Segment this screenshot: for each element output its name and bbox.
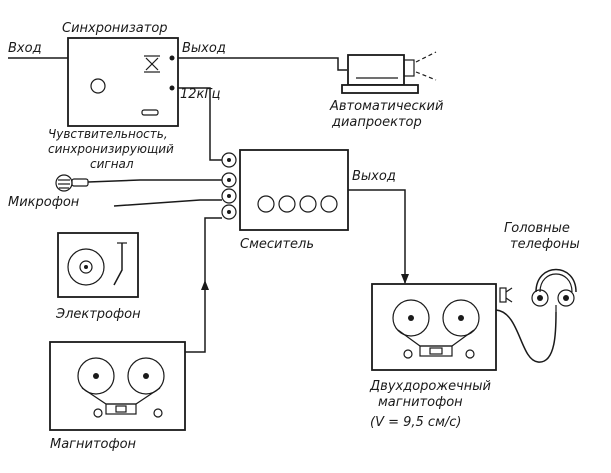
sync-to-mixer-line — [178, 87, 222, 161]
microphone-head — [55, 174, 73, 192]
turntable-box — [57, 232, 139, 298]
sync-jack-12k — [169, 85, 175, 91]
freq-label: 12кГц — [180, 87, 221, 102]
mixer-knob-4 — [320, 195, 338, 213]
input-label: Вход — [8, 41, 42, 56]
recorder2-head — [419, 345, 453, 357]
sensitivity-label-1: Чувствительность, — [48, 127, 168, 141]
microphone-label: Микрофон — [8, 195, 80, 210]
sensitivity-label-3: сигнал — [90, 157, 134, 171]
mixer-knob-1 — [257, 195, 275, 213]
projector-beam — [415, 51, 437, 63]
sync-jack-out — [169, 55, 175, 61]
recorder2-box — [371, 283, 497, 371]
microphone-handle — [71, 178, 89, 187]
tape-recorder-label: Магнитофон — [50, 437, 137, 452]
sync-slot — [141, 109, 159, 116]
mixer-to-recorder2-line — [348, 189, 406, 283]
mixer-input-jack-3 — [221, 188, 237, 204]
projector — [341, 51, 437, 94]
projector-lens — [403, 59, 415, 77]
sync-title-label: Синхронизатор — [62, 21, 168, 36]
microphone-cable — [87, 179, 222, 183]
recorder-arrow — [201, 280, 209, 290]
turntable-platter — [67, 248, 105, 286]
mixer-label: Смеситель — [240, 237, 314, 252]
recorder2-reel-left — [392, 299, 430, 337]
mixer — [221, 149, 349, 231]
synchronizer — [67, 37, 179, 127]
microphone — [55, 174, 89, 192]
recorder2-reel-right — [442, 299, 480, 337]
headphones-cable — [495, 309, 557, 363]
headphones-label-2: телефоны — [510, 237, 580, 252]
sync-knob — [90, 78, 106, 94]
synchronizer-box — [67, 37, 179, 127]
tape-reel-right — [127, 357, 165, 395]
tape-recorder-box — [49, 341, 186, 431]
headphones-band — [535, 268, 577, 293]
headphones-label-1: Головные — [504, 221, 570, 236]
tape-reel-left — [77, 357, 115, 395]
mixer-box — [239, 149, 349, 231]
two-track-recorder — [371, 283, 557, 371]
labels: Вход Синхронизатор Выход 12кГц Автоматич… — [8, 21, 580, 452]
recorder2-label-2: магнитофон — [378, 395, 463, 410]
recorder2-output-jack — [499, 287, 507, 303]
headphones — [531, 268, 577, 312]
connections — [8, 57, 409, 353]
sync-to-projector-line — [178, 57, 347, 71]
headphone-left — [531, 289, 549, 307]
turntable-to-mixer-line — [113, 199, 222, 207]
mixer-knob-3 — [299, 195, 317, 213]
recorder2-label-1: Двухдорожечный — [369, 379, 491, 394]
projector-body — [347, 54, 405, 86]
projector-base — [341, 84, 419, 94]
turntable-label: Электрофон — [55, 307, 141, 322]
mixer-output-label: Выход — [352, 169, 396, 184]
sensitivity-label-2: синхронизирующий — [48, 142, 174, 156]
turntable — [57, 232, 139, 298]
mixer-input-jack-4 — [221, 204, 237, 220]
tape-recorder — [49, 341, 186, 431]
headphone-right — [557, 289, 575, 307]
mixer-input-jack-2 — [221, 172, 237, 188]
recorder2-arrow — [401, 274, 409, 284]
projector-label-1: Автоматический — [329, 99, 443, 114]
mixer-input-jack-1 — [221, 152, 237, 168]
recorder2-label-3: (V = 9,5 см/с) — [370, 415, 461, 430]
tape-head — [105, 403, 137, 415]
sync-output-label: Выход — [182, 41, 226, 56]
turntable-tonearm — [113, 243, 123, 286]
projector-label-2: диапроектор — [331, 115, 422, 130]
mixer-knob-2 — [278, 195, 296, 213]
